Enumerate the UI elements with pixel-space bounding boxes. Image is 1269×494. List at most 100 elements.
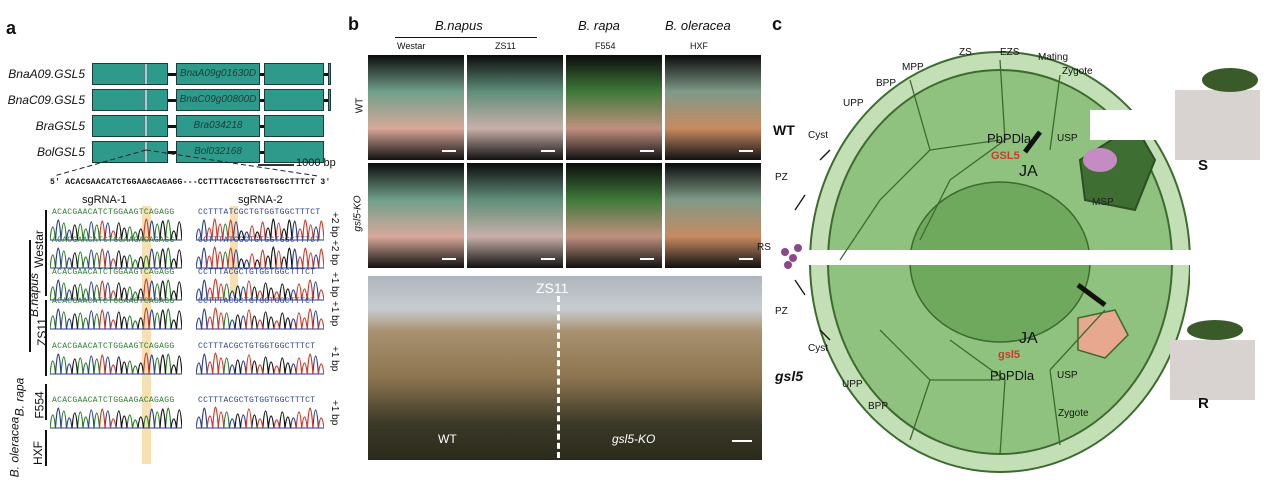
gsl5-gene-label: GSL5 [991,150,1020,162]
cultivar-hxf: HXF [31,441,45,465]
cultivar-f554: F554 [595,41,616,51]
scale-bar [640,258,654,260]
scale-bar [640,150,654,152]
cyst-label-bottom: Cyst [808,343,828,354]
plant-root-photo [665,163,761,268]
sequence-sgrna2: CCTTTACGCTGTGGTGGCTTTCT [198,396,316,405]
gene-id: BnaA09g01630D [179,68,257,79]
gene-name: BraGSL5 [35,119,85,133]
gsl5-label: gsl5 [775,368,804,384]
wt-label: WT [773,122,795,138]
sequence-sgrna1: ACACGAACATCTGGAAGTCAGAGG [52,208,175,217]
species-b-rapa: B. rapa [12,377,27,417]
bpp-label-bottom: BPP [868,401,889,412]
gene-id: Bra034218 [193,120,243,131]
panel-a-label: a [6,18,17,38]
cultivar-zs11: ZS11 [34,318,49,346]
gsl5-gene-label-bottom: gsl5 [998,349,1021,361]
plant-root-photo [467,55,563,160]
usp-label-bottom: USP [1057,370,1078,381]
zoom-lines [53,149,319,177]
gene-name: BolGSL5 [36,145,85,159]
gene-model: BnaC09g00800D [92,89,332,111]
plant-root-photo [566,55,662,160]
chromatogram-sgrna1 [50,407,182,429]
scale-bar [442,150,456,152]
msp-label: MSP [1092,197,1114,208]
target-sequence: 5' ACACGAACATCTGGAAGCAGAGG---CCTTTACGCTG… [50,178,331,187]
mutation-label: +1 bp [329,272,340,298]
chromatogram-sgrna2 [196,218,324,241]
mpp-label: MPP [902,62,924,73]
zygote-label-bottom: Zygote [1058,408,1089,419]
sequence-sgrna2: CCTTTACGCTGTGGTGGCTTTCT [198,342,316,351]
mutation-label: +1 bp [329,400,340,426]
mutation-label: +1 bp [329,301,340,327]
scale-bar [541,258,555,260]
root-diagram [781,51,1269,494]
chromatogram-sgrna1 [50,247,182,269]
chromatogram-sgrna2 [196,406,324,429]
pz-label-bottom: PZ [775,306,788,317]
sequence-sgrna2: CCTTTACGCTGTGGTGGCTTTCT [198,297,316,306]
sgrna1-label: sgRNA-1 [82,194,127,206]
field-wt-label: WT [438,432,457,446]
cultivar-westar: Westar [31,230,46,268]
plant-root-photo [368,163,464,268]
gene-model: Bra034218 [92,115,332,137]
rs-label: RS [757,242,771,253]
ja-label-bottom: JA [1019,330,1038,347]
upp-label: UPP [843,98,864,109]
sequence-sgrna2: CCTTTACGCTGTGGTGGCTTTCT [198,268,316,277]
sequence-sgrna1: ACACGAACATCTGGAAGTCAGAGG [52,268,175,277]
scale-label: 1000 bp [296,157,336,169]
divider-line [557,296,560,458]
cyst-label: Cyst [808,130,828,141]
usp-label: USP [1057,133,1078,144]
gene-id: BnaC09g00800D [179,94,257,105]
gene-model: Bol032168 [92,141,332,163]
field-title: ZS11 [536,280,569,296]
pbpdla-label-bottom: PbPDla [990,368,1035,383]
s-label: S [1198,157,1209,174]
cultivar-zs11: ZS11 [495,41,516,51]
species-b-oleracea: B. oleracea [7,416,22,478]
zygote-label: Zygote [1062,66,1093,77]
r-label: R [1198,395,1209,412]
chromatogram-sgrna2 [196,307,324,330]
sequence-sgrna2: CCTTTATCGCTGTGGTGGCTTTCT [198,236,321,245]
cultivar-westar: Westar [397,41,426,51]
highlight-sgrna1 [142,206,151,464]
plant-root-photo [665,55,761,160]
scale-bar [258,164,294,166]
pz-label: PZ [775,172,788,183]
mating-label: Mating [1038,52,1069,63]
chromatogram-sgrna2 [196,278,324,301]
scale-bar [732,440,752,442]
sequence-sgrna2: CCTTTATCGCTGTGGTGGCTTTCT [198,208,321,217]
mutation-label: +2 bp [329,212,340,238]
scale-bar [442,258,456,260]
panel-c-label: c [772,14,783,34]
chromatogram-sgrna1 [50,218,182,241]
plant-root-photo [368,55,464,160]
bpp-label: BPP [876,78,897,89]
chromatogram-sgrna2 [196,246,324,269]
scale-bar [739,150,753,152]
row-wt: WT [354,97,366,114]
field-ko-label: gsl5-KO [612,432,656,446]
mutation-label: +1 bp [329,346,340,372]
mutation-label: +2 bp [329,240,340,266]
plant-root-photo [467,163,563,268]
chromatogram-sgrna1 [50,278,182,301]
gene-model: BnaA09g01630D [92,63,332,85]
sequence-sgrna1: ACACGAACATCTGGAAGTCAGAGG [52,297,175,306]
sequence-sgrna1: ACACGAACATCTGGAAGACAGAGG [52,236,175,245]
cultivar-f554: F554 [32,391,47,419]
species-b-rapa: B. rapa [578,18,620,33]
sequence-sgrna1: ACACGAACATCTGGAAGTCAGAGG [52,342,175,351]
species-b-napus: B.napus [27,272,42,318]
zs-label: ZS [959,47,972,58]
panel-b-label: b [348,14,359,34]
pbpdla-label: PbPDla [987,131,1032,146]
